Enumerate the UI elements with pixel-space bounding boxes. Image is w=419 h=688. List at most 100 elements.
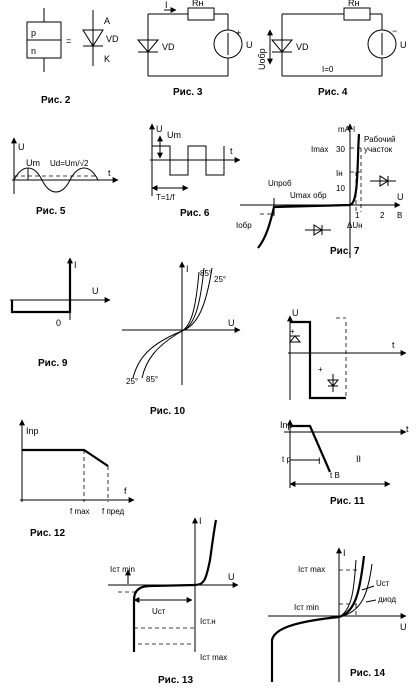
zener-curve: [270, 555, 366, 682]
t-axis-label-bottom: t: [406, 424, 409, 434]
caption-fig3: Рис. 3: [173, 87, 203, 98]
t-axis-label: t: [230, 146, 233, 156]
vd-label: VD: [106, 34, 119, 44]
fig4: Uобр Rн VD U − I=0 Рис. 4: [257, 0, 407, 98]
delta-un-label: ΔUн: [347, 221, 363, 230]
stabilitron-curve: [338, 559, 357, 618]
temp-85-top: 85°: [200, 269, 212, 278]
fig13: I Iст min U Uст Iст.н Iст max Рис. 13: [108, 516, 239, 686]
equals-sign: =: [66, 36, 71, 46]
ma-unit: mA: [338, 125, 351, 134]
istmin-label: Iст min: [110, 565, 135, 574]
istn-label: Iст.н: [200, 617, 216, 626]
tick-10: 10: [336, 184, 345, 193]
work-region-label-2: участок: [364, 145, 393, 154]
volt-unit: В: [397, 211, 402, 220]
zener-curve: [132, 519, 218, 652]
caption-fig12: Рис. 12: [30, 528, 65, 539]
work-region-label-1: Рабочий: [364, 135, 395, 144]
diode-reverse-icon: [305, 224, 331, 236]
anode-label: A: [104, 16, 110, 26]
rn-label: Rн: [192, 0, 203, 8]
u-axis-label: U: [400, 622, 407, 632]
i-axis-label: I: [186, 264, 189, 274]
imax-label: Imax: [311, 145, 328, 154]
caption-fig9: Рис. 9: [38, 358, 68, 369]
fig2: p n = A VD K Рис. 2: [26, 8, 119, 106]
tick-1: 1: [355, 211, 360, 220]
ust-label: Uст: [376, 579, 390, 588]
i-axis-label: I: [343, 548, 346, 558]
iobr-label: Iобр: [236, 221, 252, 230]
iv-curve: [257, 133, 361, 249]
caption-fig10: Рис. 10: [150, 406, 185, 417]
fig12: Inp f f max f пред Рис. 12: [19, 419, 135, 539]
in-label: Iн: [336, 169, 343, 178]
caption-fig14: Рис. 14: [350, 668, 385, 679]
temp-25-top: 25°: [214, 275, 226, 284]
p-label: p: [31, 28, 36, 38]
caption-fig11: Рис. 11: [330, 496, 365, 507]
caption-fig5: Рис. 5: [36, 206, 66, 217]
temp-25-bottom: 25°: [126, 377, 138, 386]
u-axis-label: U: [156, 124, 163, 134]
caption-fig7: Рис. 7: [330, 246, 360, 257]
diode-label: диод: [378, 595, 396, 604]
t-axis-label-top: t: [392, 340, 395, 350]
u-axis-label: U: [18, 142, 25, 152]
zero-current-label: I=0: [322, 65, 334, 74]
minus-sign: −: [392, 26, 397, 36]
cathode-label: K: [104, 54, 110, 64]
uprob-label: Uпроб: [268, 179, 292, 188]
diode-forward-icon: [370, 175, 396, 187]
inp-label: Inp: [280, 420, 293, 430]
fig5: U Um Ud=Um/√2 t Рис. 5: [11, 137, 119, 217]
u-axis-label: U: [397, 192, 404, 202]
fig6: U Um t T=1/f Рис. 6: [149, 123, 241, 219]
tb-label: t B: [330, 471, 340, 480]
vd-label: VD: [296, 42, 309, 52]
origin-label: 0: [56, 318, 61, 328]
fpred-label: f пред: [102, 507, 125, 516]
caption-fig13: Рис. 13: [158, 675, 193, 686]
t-axis-label: t: [108, 168, 111, 178]
istmin-label: Iст min: [294, 603, 319, 612]
caption-fig2: Рис. 2: [41, 95, 71, 106]
load-resistor: [187, 7, 215, 21]
region-i: I: [318, 456, 321, 466]
istmax-label: Iст max: [200, 653, 227, 662]
i-axis-label: I: [74, 260, 77, 270]
diode-curve: [338, 563, 373, 618]
period-label: T=1/f: [156, 193, 175, 202]
u-label: U: [246, 40, 253, 50]
fig7: mA I Imax 30 Iн 10 Рабочий участок Uпроб…: [236, 123, 404, 258]
plus-sign: +: [236, 28, 241, 38]
ideal-diode-curve: [10, 260, 72, 314]
svg-text:+: +: [318, 365, 323, 374]
um-label: Um: [26, 158, 40, 168]
caption-fig4: Рис. 4: [318, 87, 348, 98]
inp-label: Inp: [26, 426, 39, 436]
u-axis-label: U: [228, 318, 235, 328]
curve-25-b: [181, 267, 213, 332]
rn-label: Rн: [348, 0, 359, 8]
u-axis-label: U: [292, 308, 299, 318]
temp-85-bottom: 85°: [146, 375, 158, 384]
u-label: U: [400, 40, 407, 50]
fig10: I U 85° 25° 25° 85° Рис. 10: [122, 261, 241, 417]
fig11: + + U t Inp t t p I II t B Рис. 11: [280, 308, 409, 507]
curve-85: [141, 271, 200, 379]
u-pulse: [290, 320, 346, 400]
diode-symbol: [82, 29, 104, 47]
square-wave: [152, 145, 225, 176]
current-label: I: [165, 0, 168, 10]
uobr-label: Uобр: [257, 48, 267, 70]
fmax-label: f max: [70, 507, 90, 516]
fig3: I Rн VD U + Рис. 3: [136, 0, 253, 98]
load-resistor: [343, 7, 371, 21]
tick-2: 2: [380, 211, 385, 220]
f-axis-label: f: [124, 486, 127, 496]
diode-symbol: [270, 39, 294, 53]
fig14: I Iст max Uст диод Iст min U Рис. 14: [268, 547, 407, 682]
